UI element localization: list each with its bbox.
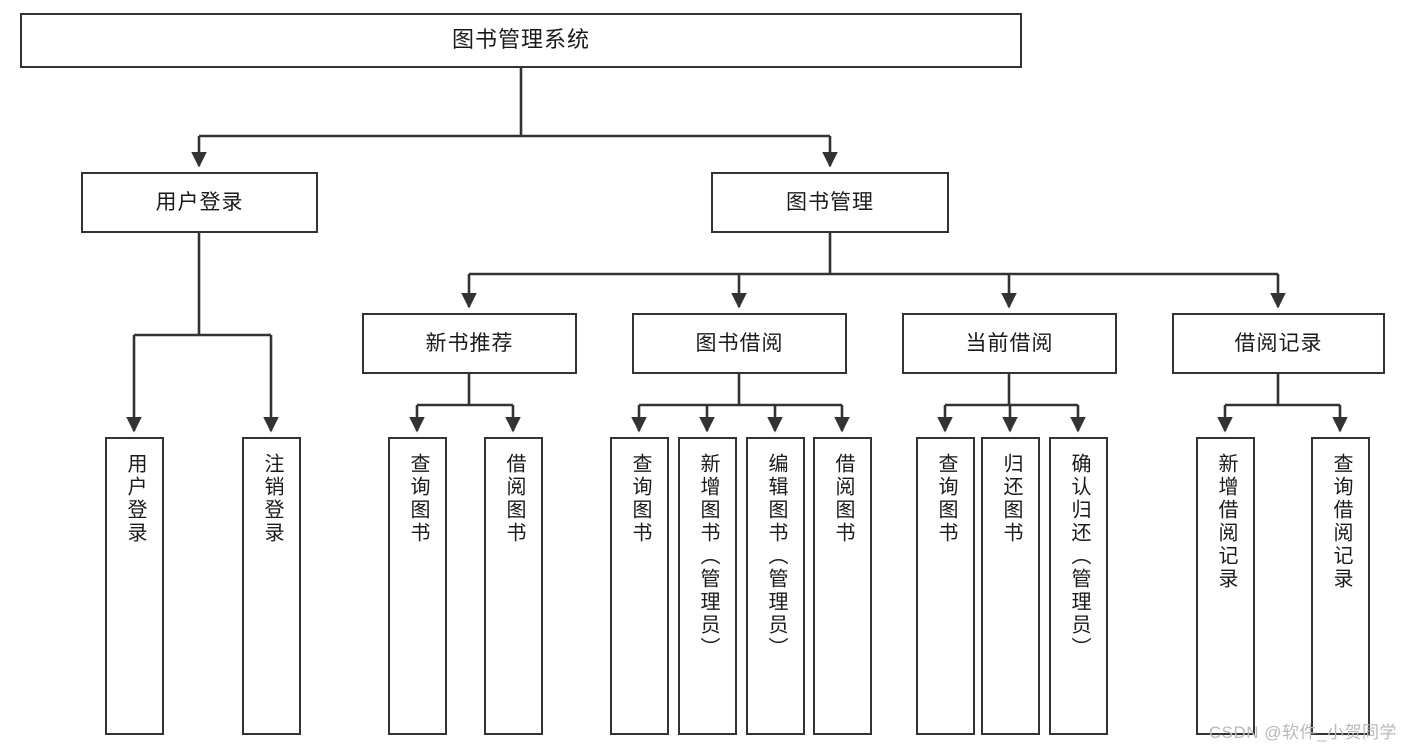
node-leaf-query-book-1-label: 查询图书 bbox=[407, 453, 429, 545]
node-leaf-query-book-1[interactable]: 查询图书 bbox=[388, 437, 447, 735]
node-leaf-query-book-2-label: 查询图书 bbox=[629, 453, 651, 545]
node-leaf-edit-book[interactable]: 编辑图书（管理员） bbox=[746, 437, 805, 735]
node-current-borrow-label: 当前借阅 bbox=[965, 331, 1054, 355]
node-leaf-return-book[interactable]: 归还图书 bbox=[981, 437, 1040, 735]
node-leaf-add-record-label: 新增借阅记录 bbox=[1215, 453, 1237, 591]
node-leaf-add-book-label: 新增图书（管理员） bbox=[697, 453, 719, 660]
node-borrow-record-label: 借阅记录 bbox=[1234, 331, 1323, 355]
node-leaf-logout-label: 注销登录 bbox=[261, 453, 283, 545]
node-user-login-label: 用户登录 bbox=[155, 190, 244, 214]
node-leaf-confirm-return[interactable]: 确认归还（管理员） bbox=[1049, 437, 1108, 735]
node-leaf-add-record[interactable]: 新增借阅记录 bbox=[1196, 437, 1255, 735]
node-root[interactable]: 图书管理系统 bbox=[20, 13, 1022, 68]
node-leaf-return-book-label: 归还图书 bbox=[1000, 453, 1022, 545]
node-leaf-query-record[interactable]: 查询借阅记录 bbox=[1311, 437, 1370, 735]
node-new-book-recommend-label: 新书推荐 bbox=[425, 331, 514, 355]
node-leaf-user-login[interactable]: 用户登录 bbox=[105, 437, 164, 735]
node-user-login[interactable]: 用户登录 bbox=[81, 172, 318, 233]
node-book-management-label: 图书管理 bbox=[786, 190, 874, 214]
node-new-book-recommend[interactable]: 新书推荐 bbox=[362, 313, 577, 374]
node-leaf-logout[interactable]: 注销登录 bbox=[242, 437, 301, 735]
node-root-label: 图书管理系统 bbox=[451, 27, 590, 53]
node-book-borrow-label: 图书借阅 bbox=[695, 331, 784, 355]
node-book-borrow[interactable]: 图书借阅 bbox=[632, 313, 847, 374]
watermark: CSDN @软件_小贺同学 bbox=[1208, 723, 1397, 742]
node-current-borrow[interactable]: 当前借阅 bbox=[902, 313, 1117, 374]
node-leaf-query-book-3[interactable]: 查询图书 bbox=[916, 437, 975, 735]
node-leaf-borrow-book-1[interactable]: 借阅图书 bbox=[484, 437, 543, 735]
node-leaf-borrow-book-2-label: 借阅图书 bbox=[832, 453, 854, 545]
node-leaf-add-book[interactable]: 新增图书（管理员） bbox=[678, 437, 737, 735]
node-leaf-query-book-3-label: 查询图书 bbox=[935, 453, 957, 545]
node-book-management[interactable]: 图书管理 bbox=[711, 172, 949, 233]
node-leaf-user-login-label: 用户登录 bbox=[124, 453, 146, 545]
node-leaf-query-book-2[interactable]: 查询图书 bbox=[610, 437, 669, 735]
node-leaf-borrow-book-2[interactable]: 借阅图书 bbox=[813, 437, 872, 735]
node-leaf-edit-book-label: 编辑图书（管理员） bbox=[765, 453, 787, 660]
node-leaf-borrow-book-1-label: 借阅图书 bbox=[503, 453, 525, 545]
node-borrow-record[interactable]: 借阅记录 bbox=[1172, 313, 1385, 374]
node-leaf-confirm-return-label: 确认归还（管理员） bbox=[1068, 453, 1090, 660]
node-leaf-query-record-label: 查询借阅记录 bbox=[1330, 453, 1352, 591]
